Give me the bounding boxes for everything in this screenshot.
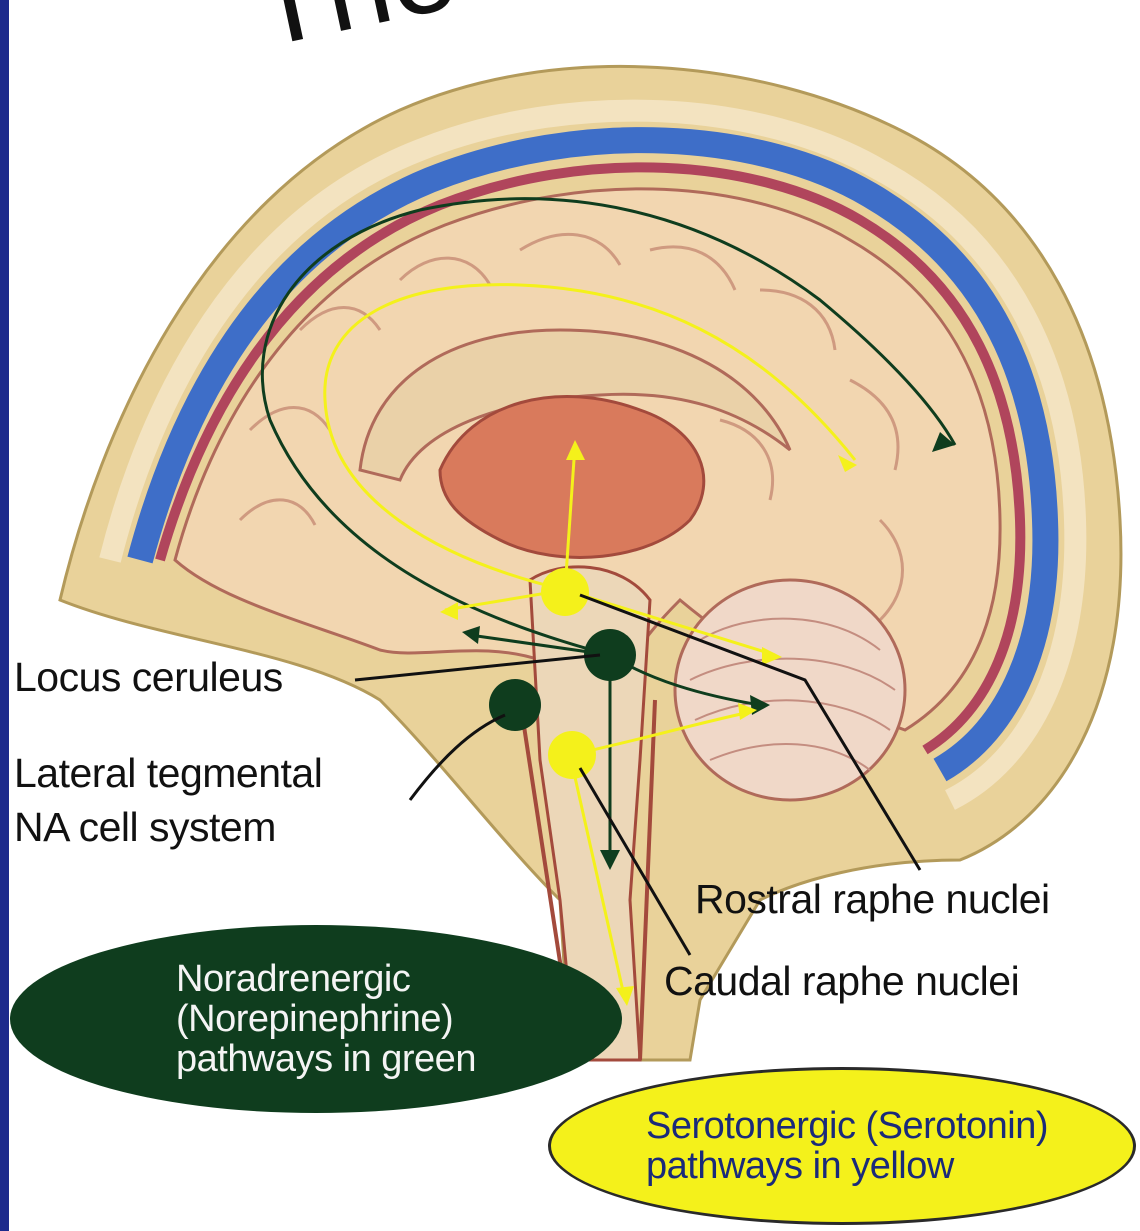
cerebellum — [675, 580, 905, 800]
legend-serotonergic-text: Serotonergic (Serotonin) pathways in yel… — [646, 1106, 1048, 1186]
label-rostral-raphe: Rostral raphe nuclei — [695, 876, 1050, 922]
label-locus-ceruleus: Locus ceruleus — [14, 654, 283, 700]
caudal-raphe-nucleus — [548, 731, 596, 779]
label-caudal-raphe: Caudal raphe nuclei — [664, 958, 1019, 1004]
label-lateral-tegmental-line1: Lateral tegmental — [14, 750, 322, 796]
legend-noradrenergic: Noradrenergic (Norepinephrine) pathways … — [10, 925, 622, 1113]
lateral-tegmental-nucleus — [489, 679, 541, 731]
rostral-raphe-nucleus — [541, 568, 589, 616]
legend-noradrenergic-text: Noradrenergic (Norepinephrine) pathways … — [176, 959, 476, 1079]
legend-serotonergic: Serotonergic (Serotonin) pathways in yel… — [548, 1067, 1136, 1225]
label-lateral-tegmental-line2: NA cell system — [14, 804, 276, 850]
